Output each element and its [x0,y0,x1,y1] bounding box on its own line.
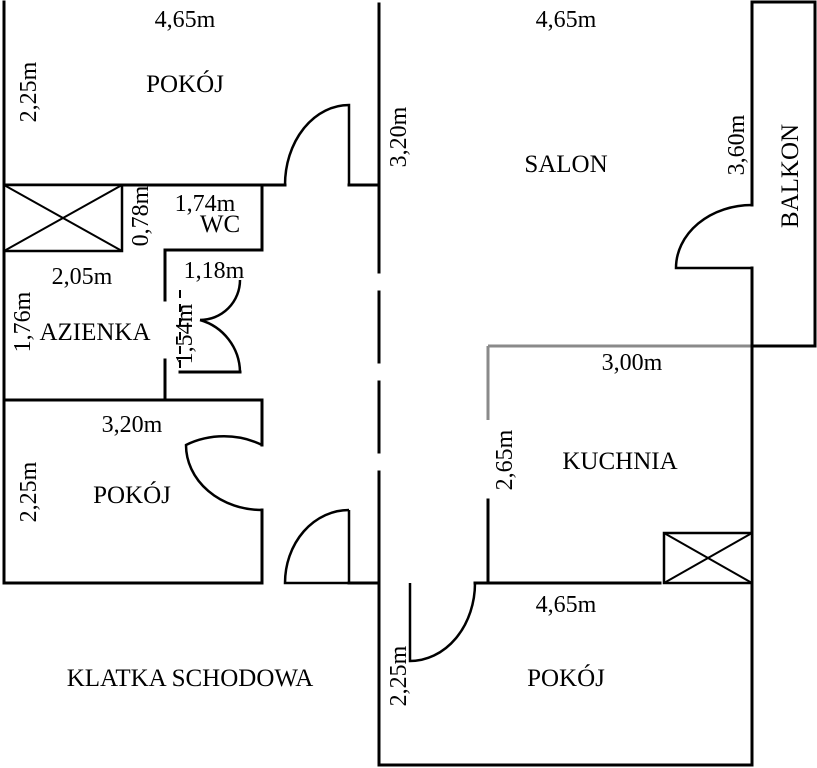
dim-wc-door-width: 1,18m [184,258,245,284]
dimension-labels: 4,65m 2,25m 4,65m 3,20m 3,60m 0,78m 1,74… [10,7,750,706]
ventilation-shafts [2,183,754,585]
dim-shaft-height: 0,78m [128,185,154,246]
door-pokoj-top [283,103,351,186]
dim-salon-height-right: 3,60m [724,114,750,175]
dim-kuchnia-height: 2,65m [492,429,518,490]
room-labels: POKÓJ SALON BALKON WC AZIENKA KUCHNIA PO… [39,70,804,692]
door-corridor [283,508,351,585]
dim-pokoj-top-width: 4,65m [155,7,216,33]
room-label-klatka-schodowa: KLATKA SCHODOWA [67,665,314,692]
dim-lazienka-height: 1,76m [10,291,36,352]
room-label-kuchnia: KUCHNIA [562,448,677,475]
dim-wc-width: 1,74m [175,191,236,217]
dim-salon-height-left: 3,20m [386,106,412,167]
room-label-pokoj-top: POKÓJ [146,70,224,98]
dim-pokoj-left-width: 3,20m [102,412,163,438]
room-label-balkon: BALKON [777,124,804,228]
dim-pokoj-left-height: 2,25m [16,461,42,522]
door-balkon [674,203,753,270]
room-label-pokoj-bottom: POKÓJ [527,664,605,692]
door-pokoj-left [184,435,263,512]
dim-lazienka-inner-height: 1,54m [172,303,198,364]
dim-pokoj-top-height: 2,25m [16,61,42,122]
dim-pokoj-bottom-width: 4,65m [536,592,597,618]
door-lazienka [199,318,242,373]
room-label-pokoj-left: POKÓJ [93,481,171,509]
door-pokoj-bottom [408,582,477,663]
doors [184,103,753,663]
dim-salon-width: 4,65m [536,7,597,33]
dim-kuchnia-width: 3,00m [602,350,663,376]
room-label-salon: SALON [524,151,607,178]
door-wc [199,279,242,322]
dim-lazienka-width: 2,05m [52,264,113,290]
shaft-left [2,183,124,253]
shaft-right [662,531,754,585]
dim-pokoj-bottom-height: 2,25m [386,645,412,706]
room-label-lazienka: AZIENKA [39,319,150,346]
room-label-wc: WC [200,211,240,238]
